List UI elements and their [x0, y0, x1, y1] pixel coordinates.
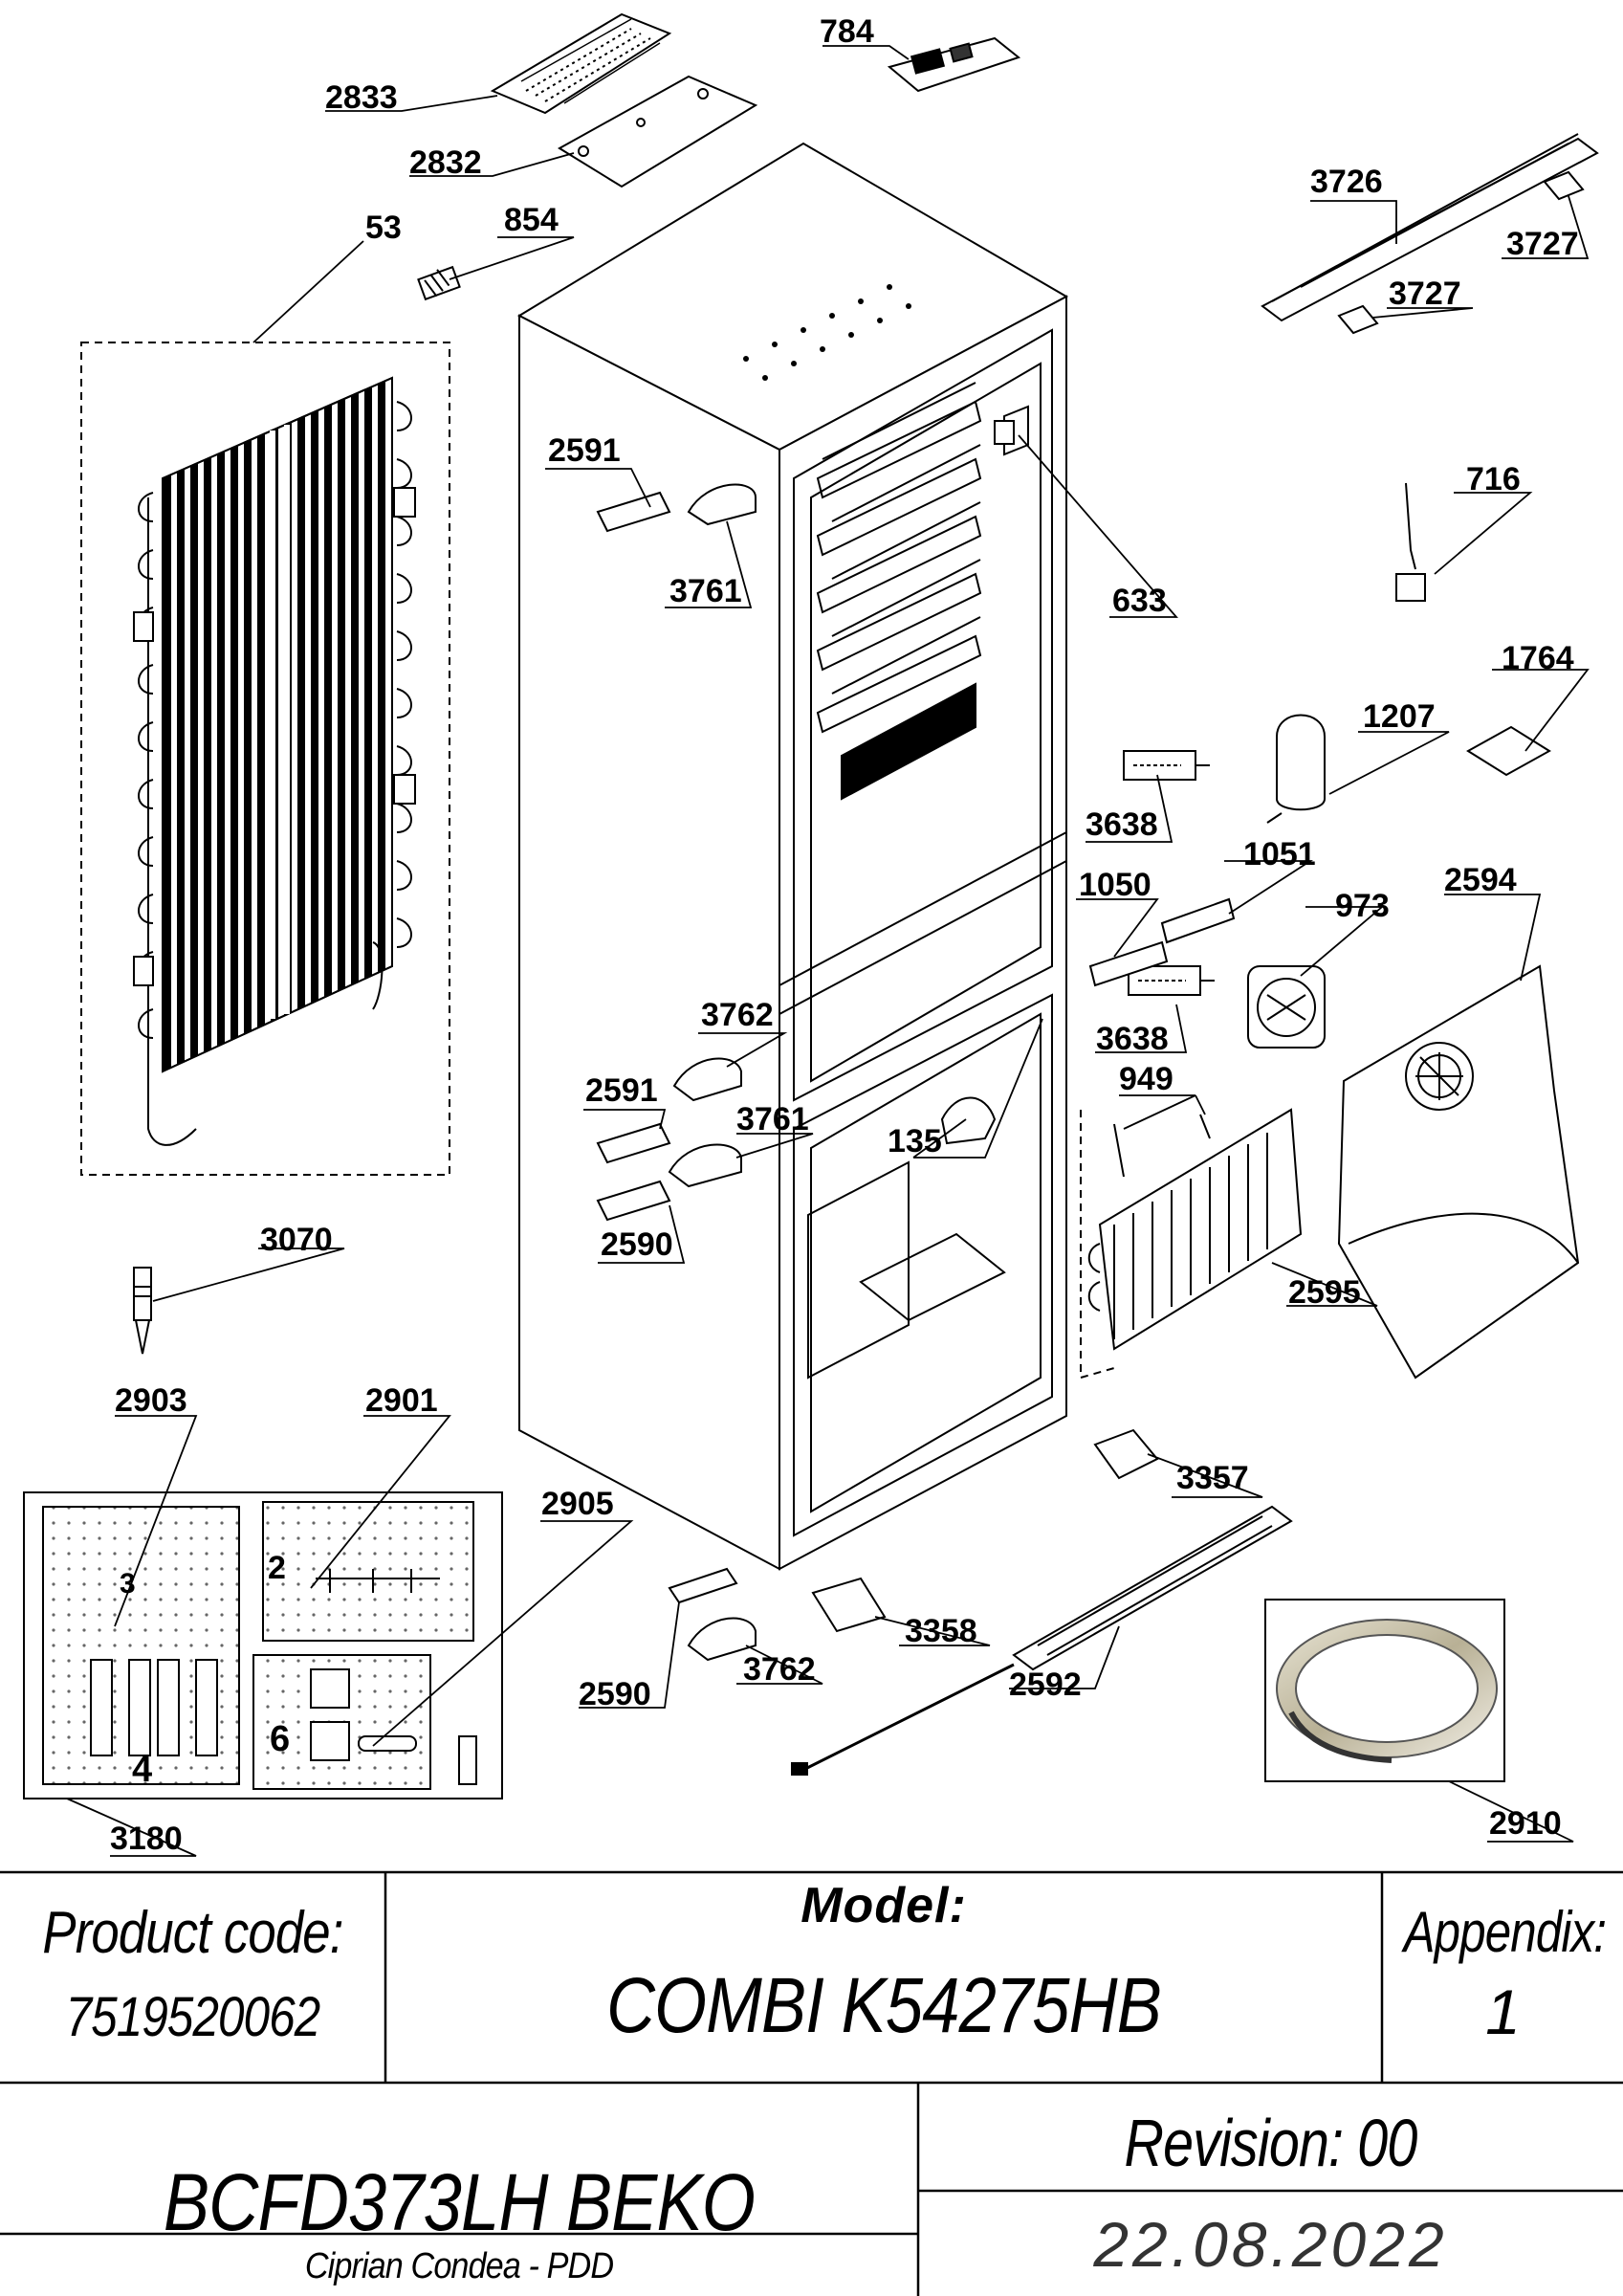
sensor-3070 [133, 1267, 152, 1355]
hinge-2591-mid [596, 1122, 671, 1164]
label-633: 633 [1112, 583, 1167, 619]
exploded-parts-drawing: 784 2833 2832 53 854 3726 3727 3727 2591… [23, 12, 1599, 1857]
fridge-cabinet [516, 142, 1069, 1571]
connector-854 [417, 265, 461, 301]
author: Ciprian Condea - PDD [304, 2246, 614, 2286]
label-3638-upper: 3638 [1086, 806, 1158, 843]
hinge-2591-upper [596, 491, 671, 533]
plate-3357 [1093, 1428, 1159, 1480]
pad-1764 [1466, 725, 1551, 777]
cable-716 [1395, 482, 1426, 602]
model-value: COMBI K54275HB [606, 1962, 1162, 2049]
hinge-cover-3762-bottom [687, 1617, 757, 1662]
label-784: 784 [820, 13, 874, 50]
label-3357: 3357 [1176, 1460, 1249, 1496]
label-3358: 3358 [905, 1613, 977, 1649]
lamp-1207 [1266, 714, 1326, 824]
label-1051: 1051 [1243, 836, 1316, 872]
label-3180: 3180 [110, 1821, 183, 1857]
label-2591-mid: 2591 [585, 1072, 658, 1109]
part-labels: 784 2833 2832 53 854 3726 3727 3727 2591… [110, 13, 1579, 1857]
evaporator-2595 [1080, 1108, 1303, 1380]
drain-tray-2592 [791, 1505, 1293, 1776]
label-3761-upper: 3761 [669, 573, 742, 609]
label-2595: 2595 [1288, 1274, 1361, 1311]
model-label: Model: [801, 1878, 967, 1933]
label-2901: 2901 [365, 1382, 438, 1419]
condenser-53 [133, 376, 416, 1146]
label-2592: 2592 [1009, 1667, 1082, 1703]
sticker-number-4: 4 [132, 1750, 152, 1790]
fan-973 [1247, 965, 1326, 1049]
leader-lines [66, 45, 1590, 1857]
revision: Revision: 00 [1124, 2106, 1417, 2180]
label-53: 53 [365, 210, 402, 246]
label-2590-bottom: 2590 [579, 1676, 651, 1712]
part-1051 [1160, 897, 1236, 944]
label-2833: 2833 [325, 79, 398, 116]
product-name: BCFD373LH BEKO [163, 2157, 756, 2247]
label-135: 135 [888, 1123, 942, 1159]
hinge-2590-bottom [668, 1567, 738, 1604]
label-3727-right: 3727 [1506, 226, 1579, 262]
pad-3727 [1337, 170, 1585, 335]
top-plate-2833 [490, 12, 672, 115]
rail-3726 [1261, 133, 1599, 322]
label-2832: 2832 [409, 144, 482, 181]
plate-3358 [811, 1577, 887, 1633]
bracket-633 [994, 420, 1015, 445]
label-2590-mid: 2590 [601, 1226, 673, 1263]
label-3762-mid: 3762 [701, 997, 774, 1033]
fan-cover-2594 [1337, 964, 1580, 1380]
label-3070: 3070 [260, 1222, 333, 1258]
label-1764: 1764 [1502, 640, 1574, 676]
appendix-value: 1 [1485, 1976, 1521, 2047]
duct-135 [940, 1096, 997, 1145]
title-block-frame [0, 1870, 1623, 2296]
hinge-2590-mid [596, 1180, 671, 1222]
sensor-3638-upper [1123, 750, 1210, 781]
sticker-number-3: 3 [120, 1568, 136, 1600]
label-3762-bottom: 3762 [743, 1651, 816, 1688]
label-2591-upper: 2591 [548, 432, 621, 469]
label-1050: 1050 [1079, 867, 1151, 903]
wire-949 [1113, 1114, 1211, 1178]
sticker-number-6: 6 [270, 1719, 290, 1759]
label-2594: 2594 [1444, 862, 1517, 898]
label-3727-left: 3727 [1389, 276, 1461, 312]
label-949: 949 [1119, 1061, 1173, 1097]
top-plate-2832 [558, 75, 758, 188]
appendix-label: Appendix: [1403, 1900, 1607, 1964]
ring-2910 [1264, 1599, 1505, 1782]
label-2905: 2905 [541, 1486, 614, 1522]
sensor-3638-lower [1128, 965, 1215, 996]
sticker-numbers: 2 3 4 6 [120, 1550, 290, 1790]
label-973: 973 [1335, 888, 1390, 924]
label-3638-lower: 3638 [1096, 1021, 1169, 1057]
hinge-cover-3761-upper [687, 483, 757, 526]
condenser-frame [80, 342, 450, 1176]
revision-date: 22.08.2022 [1093, 2209, 1448, 2280]
control-board-784 [887, 36, 1021, 93]
hinge-cover-3762-mid [672, 1057, 742, 1102]
product-code-label: Product code: [42, 1900, 343, 1966]
label-716: 716 [1466, 461, 1521, 497]
hinge-cover-3761-mid [668, 1143, 742, 1188]
label-3761-mid: 3761 [736, 1101, 809, 1137]
label-854: 854 [504, 202, 559, 238]
product-code-value: 7519520062 [65, 1986, 321, 2048]
label-2910: 2910 [1489, 1805, 1562, 1842]
sticker-sheet-3180 [23, 1491, 503, 1799]
label-1207: 1207 [1363, 698, 1436, 735]
part-1050 [1088, 940, 1169, 987]
sticker-number-2: 2 [268, 1550, 286, 1586]
label-2903: 2903 [115, 1382, 187, 1419]
label-3726: 3726 [1310, 164, 1383, 200]
